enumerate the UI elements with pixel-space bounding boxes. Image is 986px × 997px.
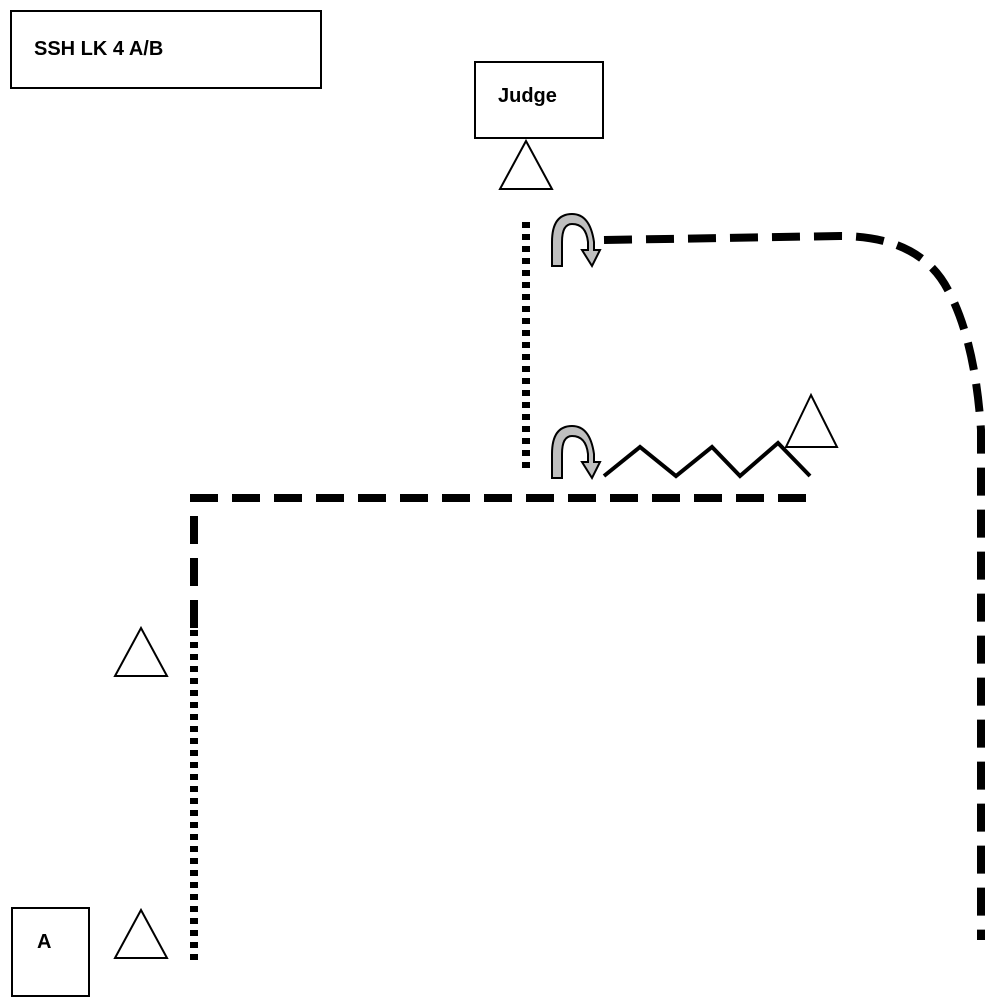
path-dashed [190, 494, 810, 628]
turn-arrow-icon [551, 424, 602, 481]
path-dashed [603, 231, 985, 940]
zigzag-path [602, 440, 812, 479]
title-box: SSH LK 4 A/B [10, 10, 322, 89]
cone-triangle-icon [113, 907, 169, 959]
judge-box: Judge [474, 61, 604, 139]
judge-label: Judge [498, 85, 557, 107]
start-label: A [37, 931, 52, 953]
cone-triangle-icon [784, 392, 839, 448]
turn-arrow-icon [551, 212, 602, 269]
title-text: SSH LK 4 A/B [34, 38, 164, 60]
cone-triangle-icon [113, 625, 169, 677]
cone-triangle-icon [498, 138, 554, 190]
